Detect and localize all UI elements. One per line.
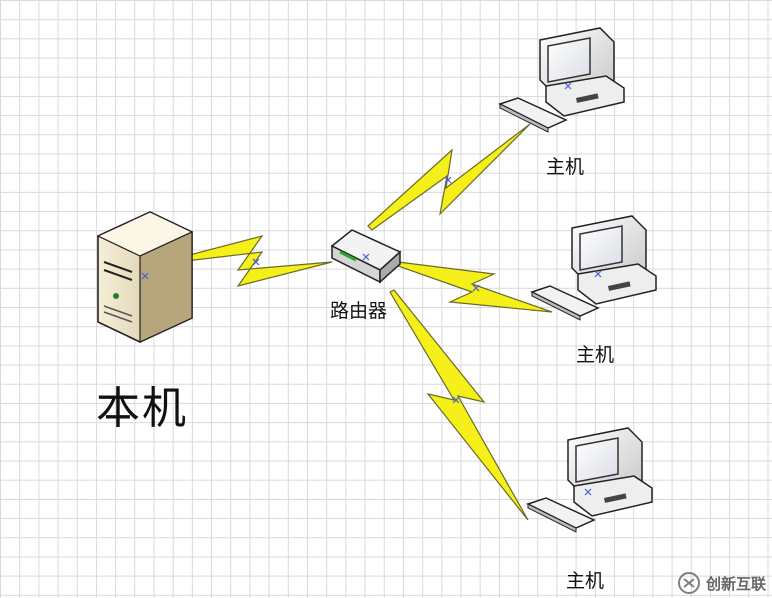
server-label: 本机 [96, 383, 188, 434]
watermark: 创新互联 [677, 572, 766, 594]
brand-logo-icon [677, 572, 700, 594]
watermark-text: 创新互联 [705, 574, 766, 593]
router-label: 路由器 [330, 300, 388, 322]
host-2-label: 主机 [576, 344, 615, 366]
host-1-label: 主机 [546, 156, 585, 178]
host-2-icon [531, 215, 657, 321]
server-icon [96, 211, 194, 343]
host-3-icon [527, 427, 653, 533]
host-3-label: 主机 [566, 570, 605, 592]
router-icon [330, 229, 402, 284]
link-router-host1 [367, 123, 531, 231]
host-1-icon [499, 27, 625, 133]
link-router-host3 [389, 289, 529, 521]
